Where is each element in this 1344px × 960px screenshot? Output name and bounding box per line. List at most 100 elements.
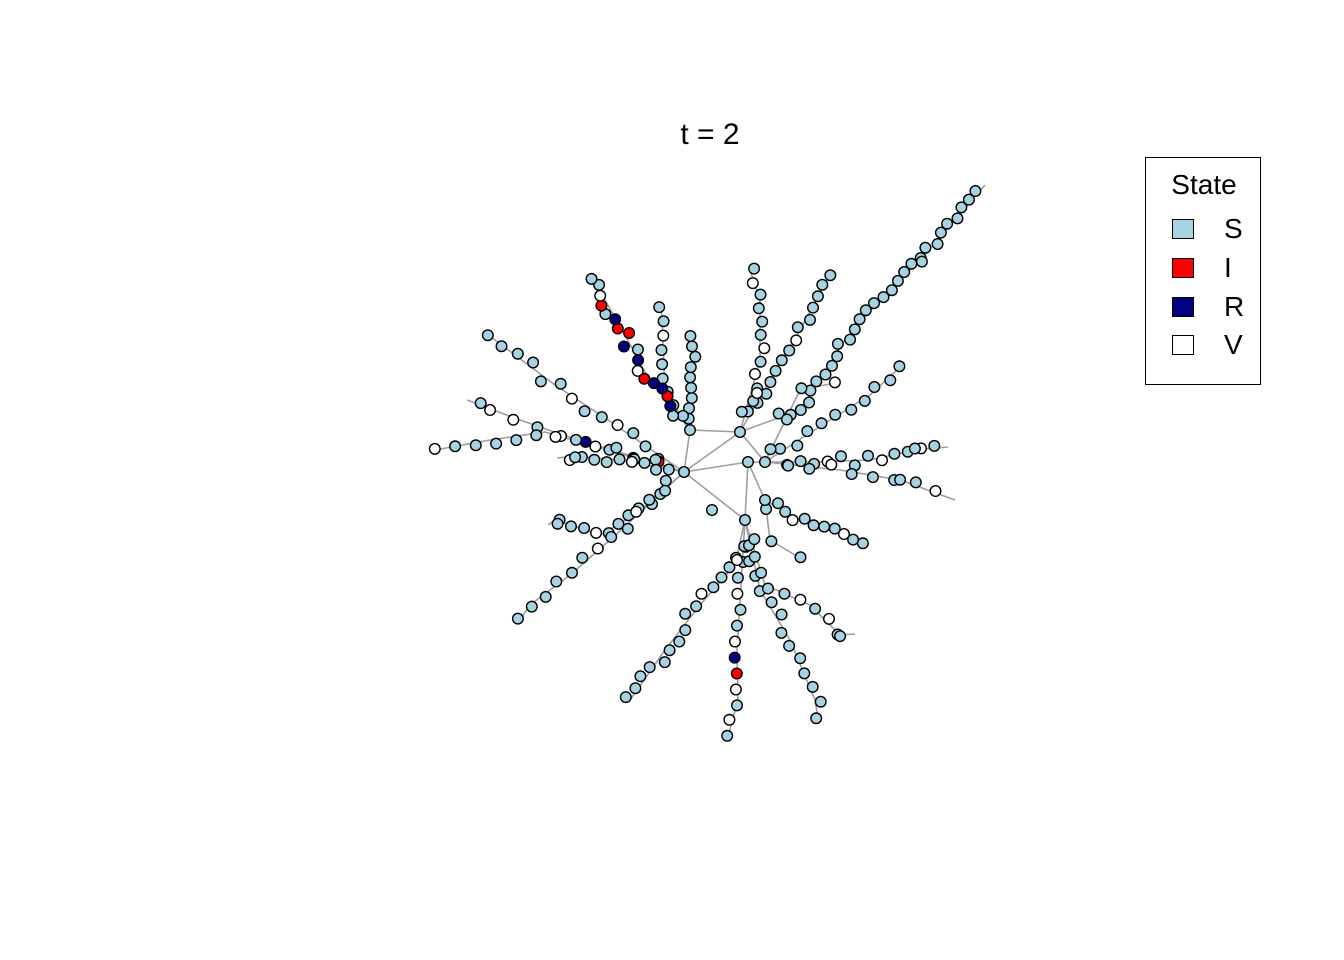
network-node-s <box>931 237 944 250</box>
network-node-s <box>721 729 734 742</box>
network-node-s <box>735 405 748 418</box>
network-node-v <box>838 528 851 541</box>
network-node-s <box>469 439 482 452</box>
legend-swatch-i <box>1172 258 1194 278</box>
network-node-s <box>631 343 644 356</box>
network-node-s <box>783 344 796 357</box>
network-node-s <box>848 323 861 336</box>
network-node-v <box>828 376 841 389</box>
network-node-r <box>728 651 741 664</box>
network-node-s <box>866 471 879 484</box>
network-node-s <box>801 425 814 438</box>
network-nodes <box>428 184 982 742</box>
network-node-s <box>919 241 932 254</box>
network-node-s <box>778 587 791 600</box>
network-node-s <box>612 517 625 530</box>
network-node-s <box>824 269 837 282</box>
network-node-s <box>829 408 842 421</box>
network-node-s <box>780 413 793 426</box>
network-node-s <box>754 355 767 368</box>
network-node-v <box>825 458 838 471</box>
network-node-s <box>649 453 662 466</box>
network-node-s <box>678 466 691 479</box>
network-node-s <box>811 290 824 303</box>
network-node-s <box>845 468 858 481</box>
network-node-i <box>623 327 636 340</box>
network-node-s <box>610 441 623 454</box>
network-node-s <box>955 201 968 214</box>
network-node-s <box>643 661 656 674</box>
network-node-s <box>578 405 591 418</box>
network-node-s <box>791 439 804 452</box>
network-node-s <box>715 571 728 584</box>
network-node-s <box>731 571 744 584</box>
network-node-s <box>570 433 583 446</box>
network-node-s <box>530 429 543 442</box>
network-node-s <box>807 301 820 314</box>
network-node-s <box>775 626 788 639</box>
network-node-s <box>643 493 656 506</box>
network-edge <box>744 461 749 521</box>
network-node-s <box>759 456 772 469</box>
network-node-s <box>862 449 875 462</box>
network-node-s <box>795 382 808 395</box>
network-node-s <box>734 603 747 616</box>
network-node-s <box>834 630 847 643</box>
network-node-s <box>613 453 626 466</box>
network-node-r <box>664 400 677 413</box>
network-node-s <box>677 409 690 422</box>
network-node-s <box>783 639 796 652</box>
network-node-s <box>739 514 752 527</box>
network-node-s <box>655 344 668 357</box>
network-node-s <box>941 217 954 230</box>
network-node-v <box>630 505 643 518</box>
network-node-s <box>511 612 524 625</box>
network-node-v <box>929 485 942 498</box>
network-node-s <box>756 315 769 328</box>
network-node-s <box>819 368 832 381</box>
network-node-s <box>653 301 666 314</box>
network-node-v <box>729 635 742 648</box>
network-node-s <box>928 439 941 452</box>
network-node-s <box>510 434 523 447</box>
legend-entry-v: V <box>1172 330 1258 360</box>
network-node-s <box>656 358 669 371</box>
network-node-s <box>605 531 618 544</box>
network-node-v <box>591 542 604 555</box>
network-node-s <box>527 356 540 369</box>
network-node-s <box>844 333 857 346</box>
network-node-s <box>576 551 589 564</box>
legend-entry-r: R <box>1172 292 1258 322</box>
network-node-s <box>859 304 872 317</box>
network-node-s <box>525 600 538 613</box>
legend-swatch-s <box>1172 219 1194 239</box>
network-node-s <box>794 652 807 665</box>
network-node-s <box>600 456 613 469</box>
network-node-v <box>590 526 603 539</box>
network-node-v <box>731 587 744 600</box>
network-node-s <box>679 624 692 637</box>
network-node-s <box>686 340 699 353</box>
network-node-s <box>810 712 823 725</box>
network-node-s <box>775 608 788 621</box>
network-node-s <box>803 396 816 409</box>
network-node-s <box>951 212 964 225</box>
network-node-r <box>656 382 669 395</box>
network-node-r <box>617 340 630 353</box>
network-node-s <box>772 407 785 420</box>
network-edge <box>683 461 749 473</box>
network-node-s <box>539 590 552 603</box>
network-node-v <box>428 442 441 455</box>
network-node-s <box>634 670 647 683</box>
legend-label-r: R <box>1224 291 1245 322</box>
network-node-s <box>638 456 651 469</box>
network-node-s <box>650 463 663 476</box>
network-node-s <box>658 656 671 669</box>
network-node-s <box>826 359 839 372</box>
network-node-s <box>707 581 720 594</box>
network-node-v <box>823 612 836 625</box>
network-node-s <box>534 375 547 388</box>
network-node-s <box>765 535 778 548</box>
plot-title: t = 2 <box>680 118 740 151</box>
network-node-i <box>730 667 743 680</box>
